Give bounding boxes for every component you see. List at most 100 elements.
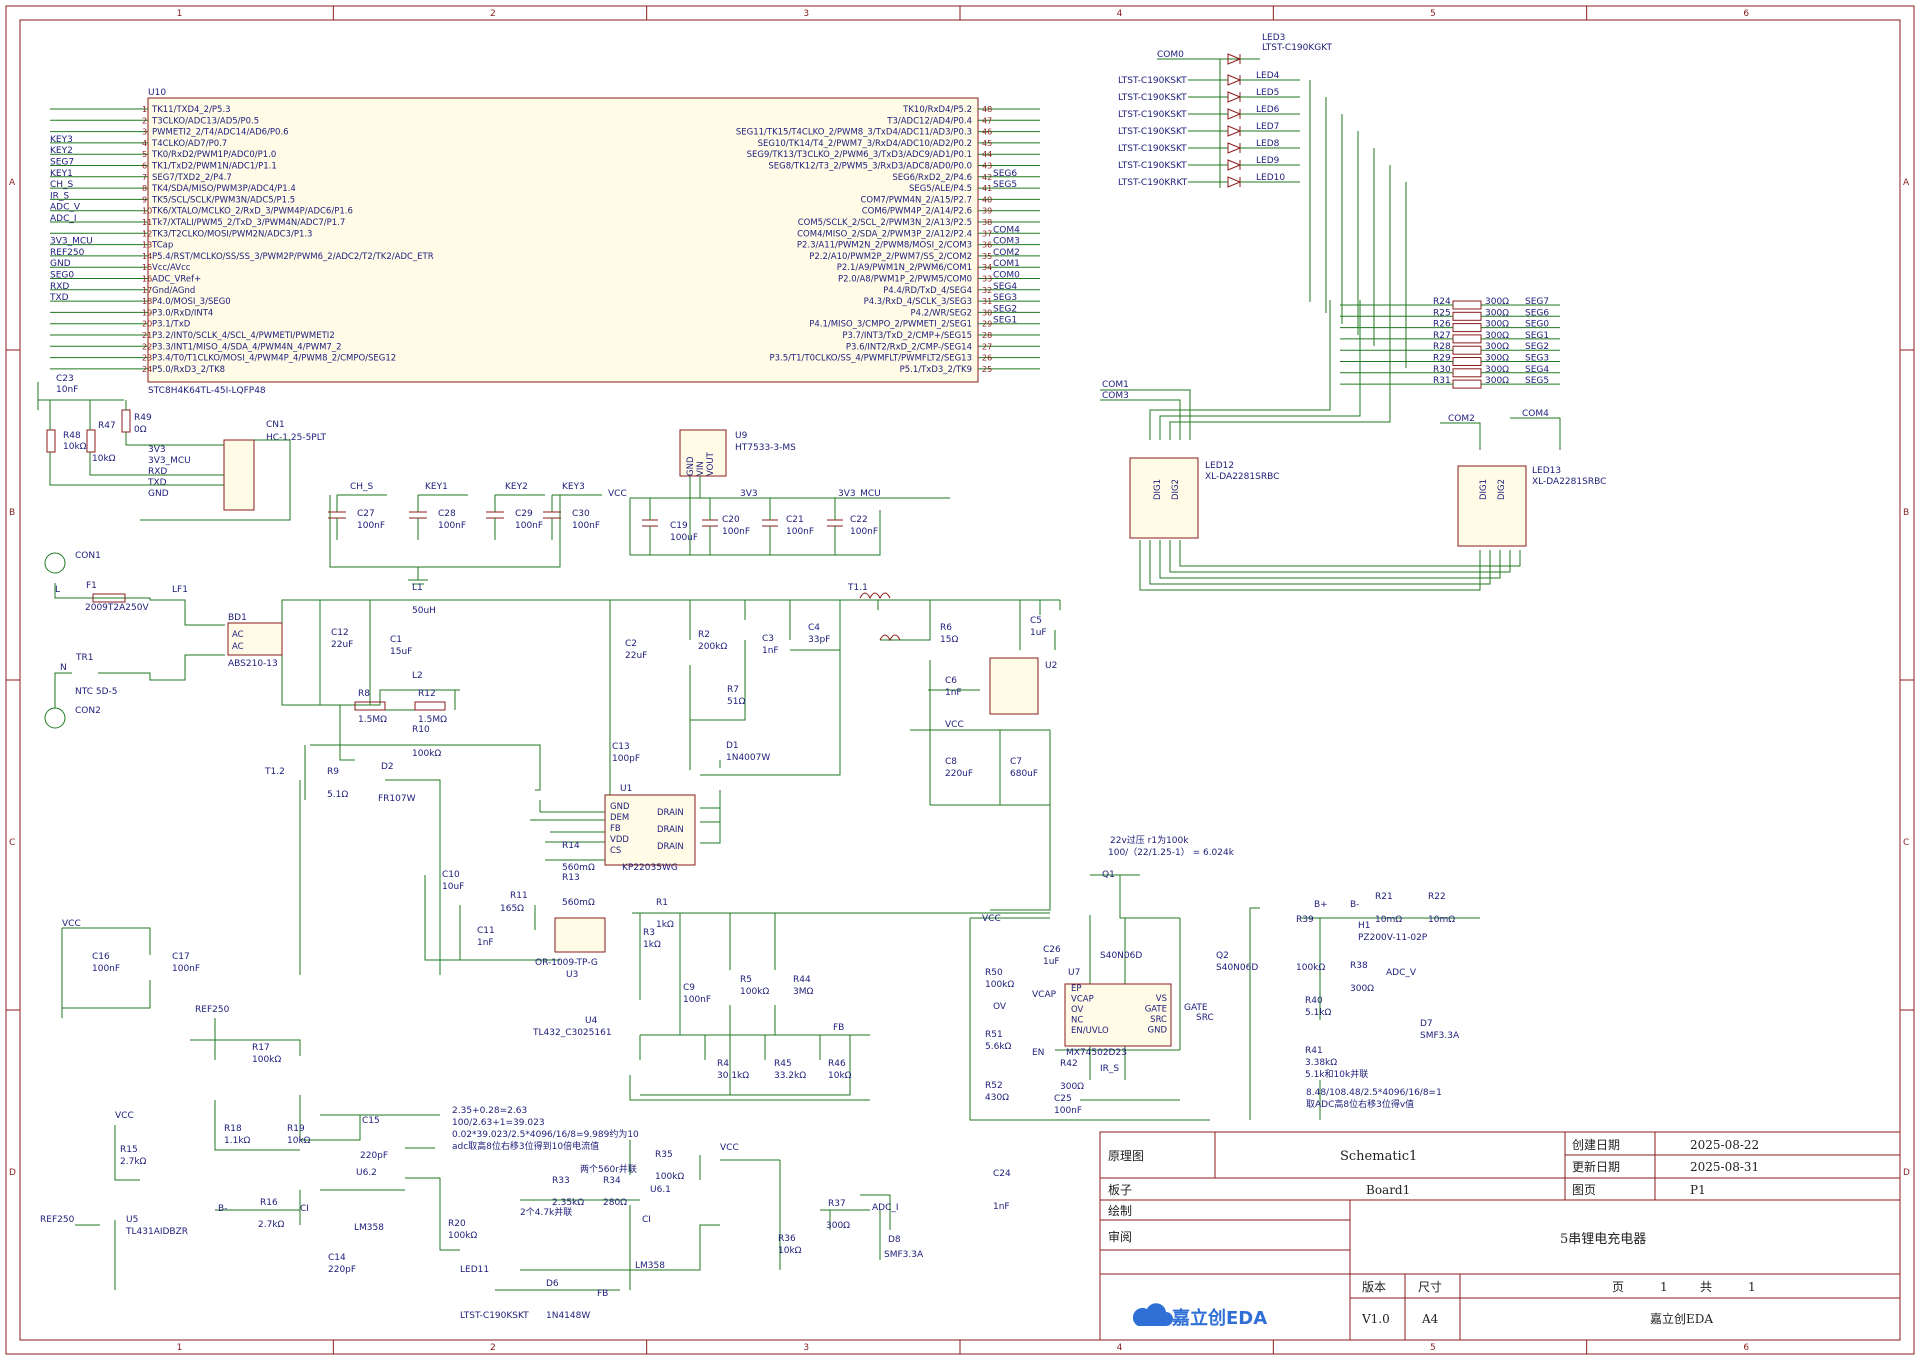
amp-r36: R36 [778,1234,796,1244]
ovp-note4: 取ADC高8位右移3位得v值 [1306,1098,1414,1110]
amp-note1: 2.35+0.28=2.63 [452,1106,527,1116]
ovp-vcc: VCC [982,914,1001,924]
key-net: KEY1 [425,482,448,492]
u10-pin-name: SEG10/TK14/T4_2/PWM7_3/RxD4/ADC10/AD2/P0… [758,139,972,149]
u10-pin-num: 33 [982,275,992,284]
grid-col-3: 3 [803,9,809,19]
u10-pin-num: 3 [142,128,147,137]
u10-pin-num: 19 [142,308,152,317]
amp-u61: U6.1 [650,1185,671,1195]
u10-pin-num: 30 [982,308,992,317]
u10-pin-num: 24 [142,365,152,374]
ovp-bplus: B+ [1314,900,1328,910]
ldo-u9[interactable]: U9 HT7533-3-MS GND VIN VOUT VCC 3V3 3V3_… [608,429,950,556]
ref-r15v: 2.7kΩ [120,1157,147,1167]
u10-body [147,97,979,383]
u10-net-label: KEY2 [50,146,73,156]
u10-pin-num: 38 [982,218,992,227]
c16-ref: C16 [92,952,110,962]
amp-note6: 2个4.7k并联 [520,1206,572,1218]
ldo-3v3mcu: 3V3_MCU [838,489,881,499]
ovp-u7v: MX74502D23 [1066,1048,1127,1058]
cn1-net: TXD [147,478,167,488]
cap-val: 100nF [572,521,600,531]
power-c6: C6 [945,676,957,686]
amp-note4: adc取高8位右移3位得到10倍电流值 [452,1140,599,1152]
u7-pin-left: NC [1071,1016,1083,1026]
power-r2v: 200kΩ [698,642,727,652]
ref-r20v: 100kΩ [448,1231,477,1241]
ref-bminus: B- [218,1204,227,1214]
power-l2: L2 [412,671,423,681]
u10-pin-name: P5.4/RST/MCLKO/SS/SS_3/PWM2P/PWM6_2/ADC2… [152,252,434,262]
u10-pin-name: P2.0/A8/PWM1P_2/PWM5/COM0 [838,275,972,285]
u10-pin-num: 46 [982,128,992,137]
u10-pin-num: 20 [142,320,152,329]
tb-logo-text: 嘉立创EDA [1171,1307,1267,1329]
ovp-q1v: S40N06D [1100,951,1142,961]
display-led12[interactable]: LED12 XL-DA2281SRBC COM1 COM3 DIG1 DIG2 [1102,380,1279,539]
title-block[interactable]: 原理图 Schematic1 创建日期 2025-08-22 更新日期 2025… [1099,1131,1901,1341]
power-c6v: 1nF [945,688,962,698]
tb-version: V1.0 [1361,1312,1390,1326]
tb-page-name: P1 [1690,1183,1706,1197]
power-r6v: 15Ω [940,635,958,645]
display-wiring [1100,300,1561,591]
u10-pin-num: 42 [982,173,992,182]
led-ref: LED10 [1256,173,1285,183]
display-led13[interactable]: LED13 XL-DA2281SRBC COM2 COM4 DIG1 DIG2 [1448,409,1606,547]
led-ref: LED9 [1256,156,1280,166]
power-f1: F1 [86,581,97,591]
seg-res-val: 300Ω [1485,320,1509,330]
c16-val: 100nF [92,964,120,974]
power-tr1v: NTC 5D-5 [75,687,117,697]
c21-val: 100nF [786,527,814,537]
power-c13: C13 [612,742,630,752]
ovp-r51: R51 [985,1030,1003,1040]
power-c8: C8 [945,757,957,767]
cloud-logo-icon [1132,1303,1173,1326]
power-fb: FB [833,1023,844,1033]
ovp-c26v: 1uF [1043,957,1060,967]
u10-pin-num: 4 [142,139,147,148]
seg-res-val: 300Ω [1485,354,1509,364]
u10-pin-num: 9 [142,195,147,204]
grid-row-B: B [9,508,15,518]
ovp-r51v: 5.6kΩ [985,1042,1012,1052]
u10-pin-name: PWMETI2_2/T4/ADC14/AD6/P0.6 [152,128,289,138]
power-r6: R6 [940,623,952,633]
ref-r17: R17 [252,1043,270,1053]
power-con1: CON1 [75,551,101,561]
u10-pin-name: P2.3/A11/PWM2N_2/PWM8/MOSI_2/COM3 [797,241,972,251]
grid-col-5-bottom: 5 [1430,1343,1436,1353]
power-r11v: 165Ω [500,904,524,914]
u10-pin-name: T3CLKO/ADC13/AD5/P0.5 [151,116,259,126]
power-c2v: 22uF [625,651,647,661]
u10-net-label: KEY1 [50,169,73,179]
power-n_net: N [60,663,67,673]
u10-pin-name: TK6/XTALO/MCLKO_2/RxD_3/PWM4P/ADC6/P1.6 [151,207,353,217]
u10-pin-name: P3.2/INT0/SCLK_4/SCL_4/PWMETI/PWMETI2 [152,331,335,341]
ovp-r38: R38 [1350,961,1368,971]
power-r9v: 5.1Ω [327,790,348,800]
u10-pin-name: P2.2/A10/PWM2P_2/PWM7/SS_2/COM2 [809,252,972,262]
tb-size-label: 尺寸 [1418,1280,1442,1294]
tb-review-label: 审阅 [1108,1229,1132,1244]
u10-pin-name: P3.6/INT2/RxD_2/CMP-/SEG14 [846,342,972,352]
ref-r18: R18 [224,1124,242,1134]
u10-pin-name: Tk7/XTALI/PWM5_2/TxD_3/PWM4N/ADC7/P1.7 [151,218,345,228]
led3-part: LTST-C190KGKT [1262,43,1332,53]
amp-c24: C24 [993,1169,1011,1179]
u10-pin-num: 21 [142,331,152,340]
power-r8v: 1.5MΩ [358,715,387,725]
tb-updated-label: 更新日期 [1572,1159,1620,1174]
u10-net-label: COM0 [993,271,1020,281]
cn1-net: RXD [148,467,167,477]
power-c13v: 100pF [612,754,640,764]
u10-net-label: COM1 [993,259,1020,269]
power-r14v: 560mΩ [562,863,595,873]
power-c3v: 1nF [762,646,779,656]
u10-pin-name: P5.0/RxD3_2/TK8 [152,365,225,375]
